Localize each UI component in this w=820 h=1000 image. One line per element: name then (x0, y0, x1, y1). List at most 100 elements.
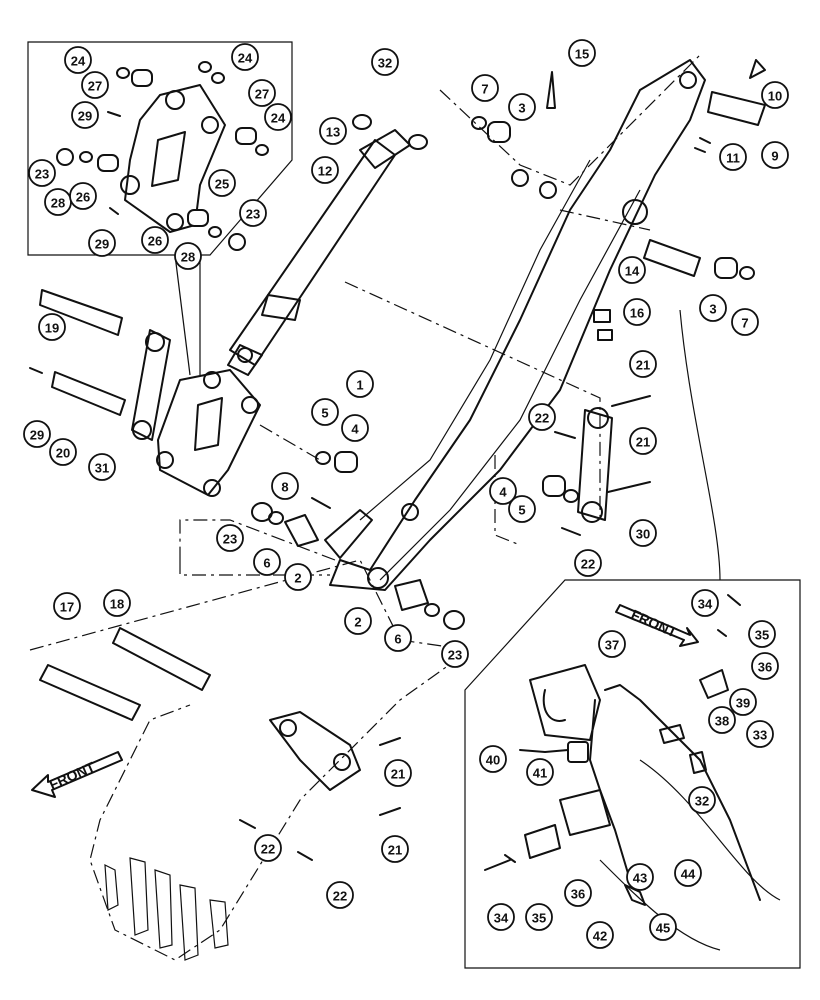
callout-number: 1 (356, 378, 363, 393)
callout-30: 30 (629, 519, 657, 547)
callout-20: 20 (49, 438, 77, 466)
callout-number: 34 (494, 911, 509, 926)
callout-35: 35 (525, 903, 553, 931)
callout-number: 26 (76, 190, 90, 205)
callout-number: 26 (148, 234, 162, 249)
callout-number: 7 (481, 82, 488, 97)
callout-29: 29 (23, 420, 51, 448)
callout-3: 3 (508, 93, 536, 121)
callout-number: 29 (30, 428, 44, 443)
right-link-30 (542, 395, 651, 536)
callout-28: 28 (44, 188, 72, 216)
callout-19: 19 (38, 313, 66, 341)
callout-number: 19 (45, 321, 59, 336)
callout-21: 21 (629, 427, 657, 455)
callout-4: 4 (489, 477, 517, 505)
callout-24: 24 (231, 43, 259, 71)
callout-1: 1 (346, 370, 374, 398)
callout-34: 34 (487, 903, 515, 931)
callout-4: 4 (341, 414, 369, 442)
callout-31: 31 (88, 453, 116, 481)
callout-number: 21 (636, 358, 650, 373)
callout-5: 5 (508, 495, 536, 523)
callout-26: 26 (141, 226, 169, 254)
callout-number: 33 (753, 728, 767, 743)
callout-41: 41 (526, 758, 554, 786)
guide-lines (179, 54, 701, 576)
callout-43: 43 (626, 863, 654, 891)
callout-21: 21 (381, 835, 409, 863)
callout-number: 18 (110, 597, 124, 612)
callout-number: 31 (95, 461, 109, 476)
callout-number: 38 (715, 714, 729, 729)
callout-23: 23 (28, 159, 56, 187)
front-arrow-main: FRONT (31, 751, 123, 798)
callout-number: 23 (246, 207, 260, 222)
callout-6: 6 (384, 624, 412, 652)
callout-44: 44 (674, 859, 702, 887)
callout-number: 39 (736, 696, 750, 711)
callout-number: 24 (71, 54, 86, 69)
callout-number: 11 (726, 151, 740, 166)
callout-number: 21 (391, 767, 405, 782)
callout-36: 36 (751, 652, 779, 680)
callout-7: 7 (731, 308, 759, 336)
callout-17: 17 (53, 592, 81, 620)
front-label-main: FRONT (47, 758, 98, 792)
callout-25: 25 (208, 169, 236, 197)
callout-9: 9 (761, 141, 789, 169)
callout-2: 2 (344, 607, 372, 635)
callout-23: 23 (216, 524, 244, 552)
callout-number: 34 (698, 597, 713, 612)
callout-number: 17 (60, 600, 74, 615)
callout-39: 39 (729, 688, 757, 716)
callout-14: 14 (618, 256, 646, 284)
callout-27: 27 (248, 79, 276, 107)
front-arrow-detail: FRONT (615, 604, 699, 647)
callout-number: 21 (636, 435, 650, 450)
callout-number: 24 (238, 51, 253, 66)
left-links (29, 289, 261, 497)
callout-number: 22 (581, 557, 595, 572)
callout-29: 29 (71, 101, 99, 129)
callout-18: 18 (103, 589, 131, 617)
callout-24: 24 (264, 103, 292, 131)
callout-number: 5 (518, 503, 525, 518)
callout-10: 10 (761, 81, 789, 109)
callout-22: 22 (528, 403, 556, 431)
callout-number: 25 (215, 177, 229, 192)
callout-35: 35 (748, 620, 776, 648)
inset-bushings (56, 61, 269, 251)
callout-number: 9 (771, 149, 778, 164)
callout-7: 7 (471, 74, 499, 102)
callout-number: 7 (741, 316, 748, 331)
callout-21: 21 (384, 759, 412, 787)
bucket-pins (39, 627, 211, 721)
callout-number: 28 (51, 196, 65, 211)
callout-number: 14 (625, 264, 640, 279)
callout-3: 3 (699, 294, 727, 322)
callout-number: 21 (388, 843, 402, 858)
callout-number: 29 (95, 237, 109, 252)
callout-26: 26 (69, 182, 97, 210)
callout-42: 42 (586, 921, 614, 949)
callout-number: 3 (518, 101, 525, 116)
callout-40: 40 (479, 745, 507, 773)
callout-number: 29 (78, 109, 92, 124)
callout-number: 8 (281, 480, 288, 495)
callout-37: 37 (598, 630, 626, 658)
callout-27: 27 (81, 71, 109, 99)
callout-38: 38 (708, 706, 736, 734)
callout-number: 22 (261, 842, 275, 857)
callout-22: 22 (574, 549, 602, 577)
callout-45: 45 (649, 913, 677, 941)
callout-number: 43 (633, 871, 647, 886)
callout-11: 11 (719, 143, 747, 171)
callout-number: 23 (448, 648, 462, 663)
callout-number: 3 (709, 302, 716, 317)
callout-number: 32 (695, 794, 709, 809)
callout-number: 22 (535, 411, 549, 426)
callout-number: 23 (35, 167, 49, 182)
